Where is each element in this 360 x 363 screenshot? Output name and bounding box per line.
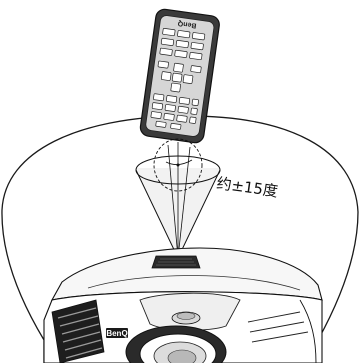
projector-lens xyxy=(125,325,227,363)
right-side-vents xyxy=(247,311,309,343)
remote-top-buttons xyxy=(159,28,206,61)
cone-apex-point xyxy=(176,163,180,167)
remote-brand-logo: BenQ xyxy=(177,19,197,29)
reception-cone xyxy=(135,138,221,259)
cone-left-edge xyxy=(135,169,179,259)
remote-navigation-pad xyxy=(157,60,202,93)
projector-top-recess xyxy=(139,292,241,331)
projector-brand-logo: BenQ xyxy=(106,329,127,338)
focus-dial-inner xyxy=(176,312,196,320)
cone-tilt-right xyxy=(177,146,191,259)
projector: BenQ xyxy=(43,247,323,363)
projector-ridge xyxy=(87,275,301,291)
remote-bottom-buttons xyxy=(150,93,199,130)
remote-control: BenQ xyxy=(139,8,220,144)
cone-right-edge xyxy=(177,169,221,259)
cone-dashed-range xyxy=(153,138,203,192)
projector-brand-plate xyxy=(106,328,128,338)
projector-right-edge xyxy=(299,299,317,363)
ir-receiver-grille xyxy=(156,258,196,266)
left-vent-grille xyxy=(51,299,105,363)
